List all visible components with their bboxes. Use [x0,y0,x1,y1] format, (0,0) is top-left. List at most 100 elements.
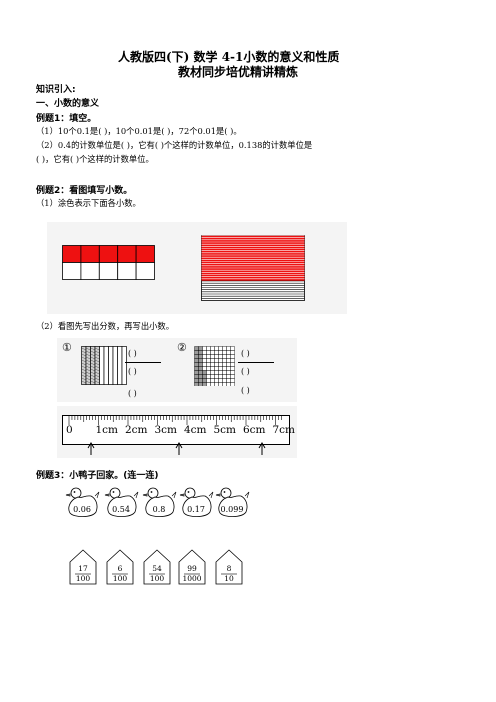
strip-hatch [90,365,96,369]
house-denominator: 100 [149,574,165,583]
grid-cell [210,354,215,359]
grid-cell [198,382,203,386]
strip-hatch [90,353,96,357]
grid-cell [214,350,219,355]
grid-cell [210,362,215,367]
example1-question1: （1）10个0.1是( )，10个0.01是( )，72个0.01是( )。 [36,126,242,136]
duck-decimal-label: 0.17 [187,505,205,514]
duck-card[interactable]: 0.099 [214,486,250,520]
figure-number-1: ① [62,341,72,354]
house-numerator: 54 [152,564,162,573]
duck-icon [215,487,250,518]
grid-cell [210,370,215,375]
grid-cell [218,346,223,351]
lines-band-shaded [201,274,305,281]
grid-cell [206,370,211,375]
grid-cell [210,350,215,355]
strip-hatch [90,359,96,363]
duck-card[interactable]: 0.06 [64,486,100,520]
grid-cell [206,350,211,355]
strip-hatch [85,377,91,381]
duck-decimal-label: 0.8 [152,505,166,514]
grid-cell [198,354,203,359]
grid-cell [222,358,227,363]
grid-cell [222,346,227,351]
grid-cell [206,358,211,363]
strip-hatch [94,380,100,384]
example2-question1: （1）涂色表示下面各小数。 [36,198,141,208]
grid-cell [218,378,223,383]
grid-cell [218,354,223,359]
strip-hatch [81,377,87,381]
grid-cell [198,346,203,351]
strip-cell [80,245,100,263]
strip-hatch [81,356,87,360]
fraction-blank-1: ( ) [128,349,137,358]
grid-cell [218,382,223,386]
lines-band-shaded [201,255,305,262]
grid-cell [198,362,203,367]
strip-hatch [81,353,87,357]
grid-cell [202,374,207,379]
grid-cell [214,366,219,371]
grid-cell [202,382,207,386]
ruler-label: 5cm [213,424,237,436]
strip-hatch [81,362,87,366]
duck-card[interactable]: 0.17 [178,486,214,520]
grid-cell [202,354,207,359]
strip-hatch [85,368,91,372]
grid-cell [214,346,219,351]
strip-hatch [81,371,87,375]
grid-cell [214,382,219,386]
fraction-bar-2 [238,362,274,363]
grid-cell [222,374,227,379]
strip-hatch [94,353,100,357]
grid-cell [218,366,223,371]
strip-hatch [90,356,96,360]
grid-cell [210,378,215,383]
duck-card[interactable]: 0.8 [141,486,177,520]
grid-cell [218,374,223,379]
ruler-label: 4cm [184,424,207,436]
strip-hatch [94,356,100,360]
house-numerator: 17 [78,564,88,573]
grid-cell [194,370,199,375]
strip-hatch [81,365,87,369]
grid-cell [230,366,235,371]
ruler-label: 2cm [125,424,148,436]
knowledge-intro-label: 知识引入: [36,85,76,95]
grid-cell [206,382,211,386]
duck-card[interactable]: 0.54 [103,486,139,520]
grid-cell [198,358,203,363]
grid-cell [202,358,207,363]
grid-cell [198,370,203,375]
section-heading: 一、小数的意义 [36,99,100,109]
house-icon [69,549,97,585]
duck-icon [65,487,100,518]
house-numerator: 99 [187,564,197,573]
grid-cell [222,350,227,355]
grid-cell [214,378,219,383]
grid-cell [194,358,199,363]
strip-hatch [85,371,91,375]
grid-cell [210,346,215,351]
strip-hatch [94,362,100,366]
strip-hatch [85,347,91,351]
example1-question2-cont: ( )，它有( )个这样的计数单位。 [36,154,154,164]
grid-cell [210,382,215,386]
strip-cell [135,245,155,263]
duck-decimal-label: 0.54 [112,505,130,514]
grid-cell [230,350,235,355]
strip-hatch [85,359,91,363]
vertical-strip [117,346,123,385]
house-denominator: 1000 [182,574,202,583]
vertical-strips-figure [81,346,127,385]
grid-cell [210,374,215,379]
grid-cell [222,382,227,386]
